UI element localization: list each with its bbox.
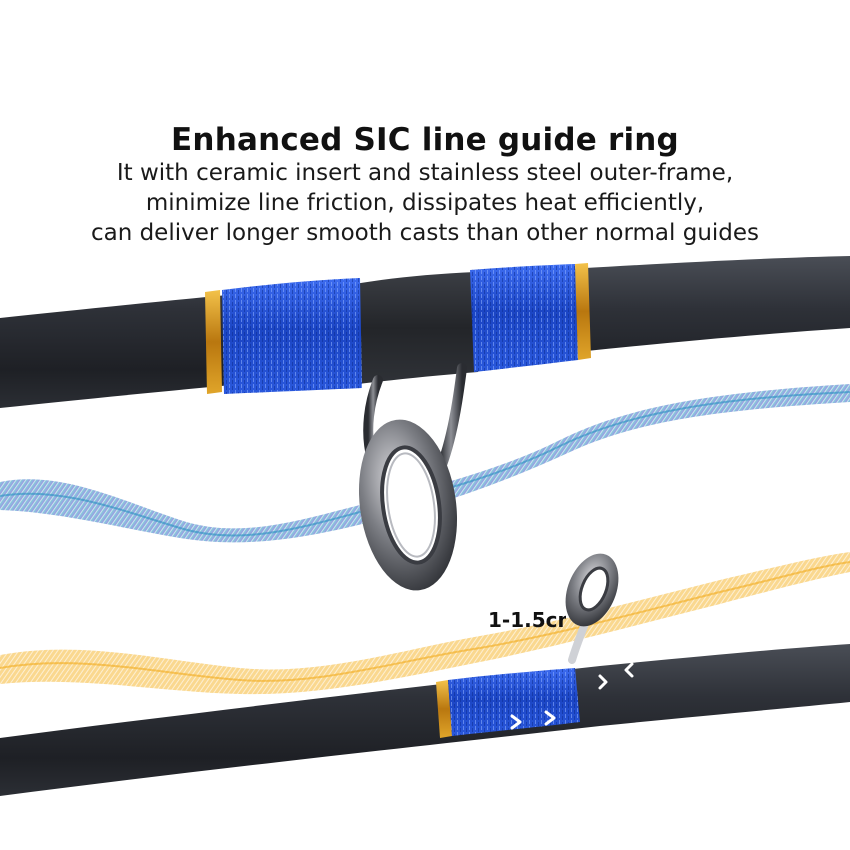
upper-left-thread-wrap <box>205 278 362 394</box>
lower-line-ribbon <box>0 552 850 695</box>
upper-sic-guide-ring <box>358 363 467 591</box>
headline-line-1: It with ceramic insert and stainless ste… <box>116 160 734 186</box>
headline-line-2: minimize line friction, dissipates heat … <box>145 190 705 216</box>
headline-title: Enhanced SIC line guide ring <box>171 122 679 158</box>
upper-right-thread-wrap <box>470 263 591 372</box>
dimension-arrows <box>510 662 634 730</box>
lower-thread-wrap <box>436 668 580 738</box>
upper-rod-section <box>0 256 850 408</box>
headline-block: Enhanced SIC line guide ring It with cer… <box>0 122 850 248</box>
lower-rod-section <box>0 644 850 796</box>
ring-size-label: 1-1.5cm <box>488 608 566 632</box>
headline-line-3: can deliver longer smooth casts than oth… <box>90 220 760 246</box>
lower-sic-guide-ring <box>565 553 619 664</box>
